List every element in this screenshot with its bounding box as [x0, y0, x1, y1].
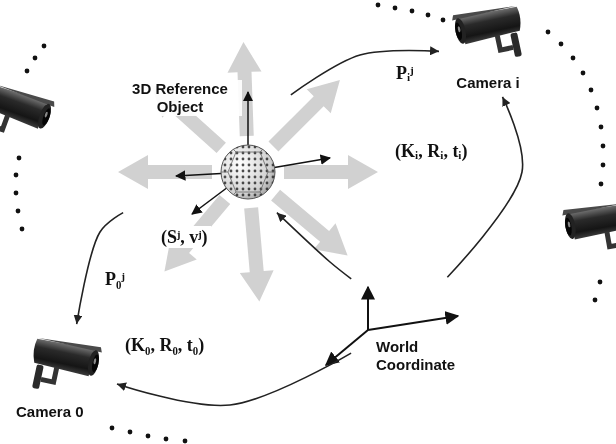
orbit-dots [14, 3, 606, 444]
node-label: Camera 0 [14, 403, 108, 421]
reference-object [220, 144, 276, 200]
camera-icon [26, 334, 103, 401]
camera-node: Camera i [440, 2, 540, 96]
connector-arrow [277, 213, 351, 279]
edge-label: Pᵢʲ [393, 62, 416, 84]
edge-label: (Kᵢ, Rᵢ, tᵢ) [392, 140, 471, 162]
camera-icon [0, 79, 56, 153]
node-label: Camera i [440, 74, 536, 92]
camera-node: Camera 0 [12, 325, 116, 423]
view-directions [118, 41, 378, 303]
connector-arrow [117, 353, 351, 405]
edge-label: (K₀, R₀, t₀) [122, 334, 207, 356]
node-label: 3D Reference Object [118, 80, 242, 116]
camera-icon [562, 199, 616, 264]
connector-arrow [447, 97, 522, 277]
edge-label: (Sʲ, vʲ) [158, 226, 211, 248]
edge-label: P₀ʲ [102, 268, 128, 290]
node-label: World Coordinate [374, 338, 468, 374]
camera-icon [451, 2, 528, 69]
connector-arrow [291, 50, 439, 94]
reference-object-node: 3D Reference Object [118, 78, 290, 212]
world-coordinate-node: World Coordinate [352, 278, 472, 376]
